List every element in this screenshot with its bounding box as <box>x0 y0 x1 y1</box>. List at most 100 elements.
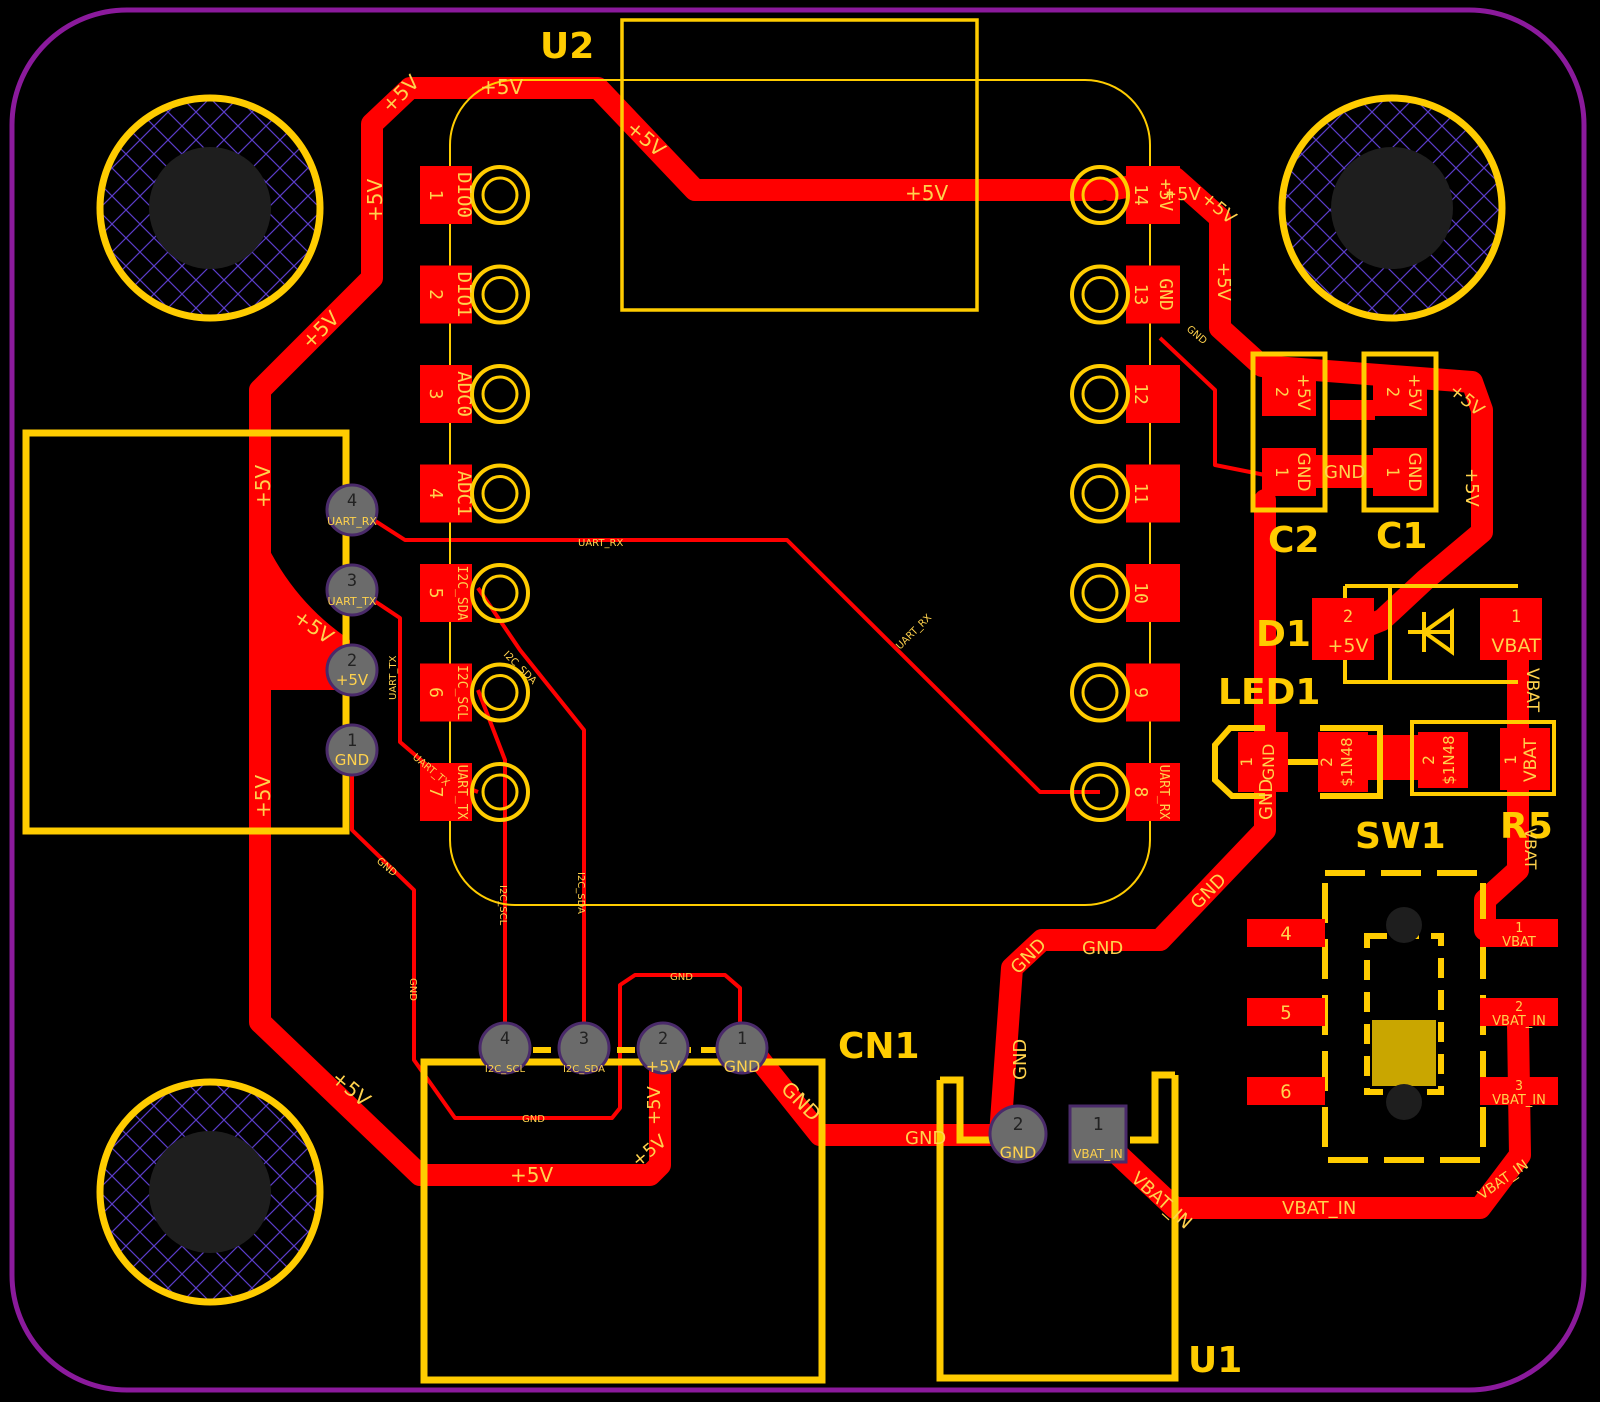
mounting-hole-top-left <box>96 94 324 322</box>
u2-hole-5 <box>481 574 519 612</box>
r5-pad-1 <box>1500 728 1550 790</box>
net-label-5v: +5V <box>1213 262 1234 302</box>
header-pin-num: 4 <box>347 491 357 511</box>
sw1-pad-num: 4 <box>1280 923 1291 945</box>
r5-pad-1-num: 1 <box>1501 755 1520 765</box>
c2-pad-2-net: +5V <box>1293 374 1313 411</box>
mounting-hole-top-right <box>1278 94 1506 322</box>
u2-pad-num: 6 <box>425 687 446 698</box>
led1-pad-1 <box>1238 732 1288 792</box>
sw1-pad-3 <box>1480 1077 1558 1105</box>
u2-pad-name: +5V <box>1155 179 1176 212</box>
led1-pad-1-num: 1 <box>1237 757 1256 767</box>
net-label-gnd: GND <box>905 1128 946 1149</box>
u2-ring-1 <box>470 165 530 225</box>
sw1-pad-5 <box>1247 998 1325 1026</box>
copper-pour-5v <box>260 530 350 690</box>
sw1-slider <box>1372 1020 1436 1086</box>
u2-pad-num: 1 <box>425 190 446 201</box>
net-label-uart-tx: UART_TX <box>388 655 399 700</box>
r5-ref: R5 <box>1500 806 1553 847</box>
c1-pad-1-num: 1 <box>1382 467 1402 477</box>
sw1-pad-6 <box>1247 1077 1325 1105</box>
mounting-hole-bottom-left <box>96 1078 324 1306</box>
sw1-pad-num: 5 <box>1280 1002 1291 1024</box>
u1-pin-name: VBAT_IN <box>1073 1147 1123 1161</box>
u2-pad-num: 9 <box>1130 687 1151 698</box>
u2-hole-9 <box>1081 674 1119 711</box>
r5-pad-2-num: 2 <box>1419 755 1438 765</box>
net-label-gnd: GND <box>1324 462 1365 483</box>
d1-ref: D1 <box>1256 614 1311 655</box>
u2-pad-10 <box>1126 564 1180 622</box>
u2-hole-8 <box>1081 773 1119 811</box>
net-label-i2c-sda: I2C_SDA <box>575 872 586 914</box>
c2-pad-2-num: 2 <box>1271 387 1291 397</box>
c2-pad-1-num: 1 <box>1271 467 1291 477</box>
sw1-pad-2 <box>1480 998 1558 1026</box>
cn1-pin-num: 2 <box>658 1029 668 1049</box>
c1-pad-2-num: 2 <box>1382 387 1402 397</box>
net-label-5v: +5V <box>363 179 387 222</box>
u1-pin-name: GND <box>1000 1143 1037 1162</box>
net-label-5v: +5V <box>1461 468 1482 508</box>
u2-pad-7 <box>420 763 472 821</box>
sw1-ref: SW1 <box>1355 816 1446 857</box>
u2-pad-name: DIO1 <box>453 272 475 318</box>
sw1-pad-num: 6 <box>1280 1081 1291 1103</box>
header-pin-name: GND <box>335 751 369 769</box>
net-label-5v: +5V <box>644 1085 665 1125</box>
c1-pad-2-net: +5V <box>1404 374 1424 411</box>
led1-pad-2 <box>1318 732 1368 792</box>
u2-pad-num: 10 <box>1130 582 1151 604</box>
capacitors: 2 +5V 1 GND 2 +5V 1 GND C2 C1 <box>1250 351 1439 561</box>
header-pin-num: 2 <box>347 651 357 671</box>
u1-pin-num: 2 <box>1013 1114 1024 1135</box>
net-label-vbat: VBAT <box>1522 668 1542 713</box>
net-label-vbat: VBAT <box>1521 828 1540 870</box>
u2-hole-6 <box>481 674 519 711</box>
u2-pad-6 <box>420 663 472 722</box>
u2-ring-9 <box>1070 662 1130 723</box>
c1-pad-2 <box>1373 368 1427 416</box>
u1-ref: U1 <box>1188 1340 1242 1381</box>
c1-pad-1 <box>1373 448 1427 496</box>
u2-pad-11 <box>1126 464 1180 523</box>
net-label-gnd: GND <box>1082 938 1123 959</box>
cn1-pin-1 <box>715 1021 769 1075</box>
u2-hole-7 <box>481 773 519 811</box>
header-pin-name: +5V <box>336 671 369 689</box>
sw1-pad-num: 3 <box>1515 1079 1523 1094</box>
u2-ref: U2 <box>540 26 594 67</box>
header-pin-4 <box>325 483 379 537</box>
net-label-vbat-in: VBAT_IN <box>1282 1198 1356 1219</box>
sw1-pad-1 <box>1480 919 1558 947</box>
d1-pad-1-num: 1 <box>1511 607 1521 627</box>
sw1-pad-net: VBAT_IN <box>1492 1093 1546 1108</box>
net-label-5v: +5V <box>510 1163 553 1187</box>
cn1-outline <box>420 1058 826 1384</box>
led1-pad-1-net: GND <box>1259 744 1278 781</box>
net-label-gnd-thin: GND <box>522 1114 545 1125</box>
u2-ring-13 <box>1070 264 1130 325</box>
cn1-pin-num: 4 <box>500 1029 510 1049</box>
u2-pad-5 <box>420 564 472 622</box>
cn1-pin-num: 3 <box>579 1029 589 1049</box>
u2-pad-1 <box>420 166 472 224</box>
net-label-5v: +5V <box>905 181 948 205</box>
u2-pad-num: 12 <box>1130 383 1151 405</box>
led1-outline <box>1212 725 1383 799</box>
copper-pour-c1-link <box>1330 400 1375 420</box>
u2-pad-9 <box>1126 663 1180 722</box>
net-label-gnd: GND <box>1010 1039 1031 1080</box>
header-pin-num: 3 <box>347 571 357 591</box>
u2-ring-8 <box>1070 762 1130 822</box>
